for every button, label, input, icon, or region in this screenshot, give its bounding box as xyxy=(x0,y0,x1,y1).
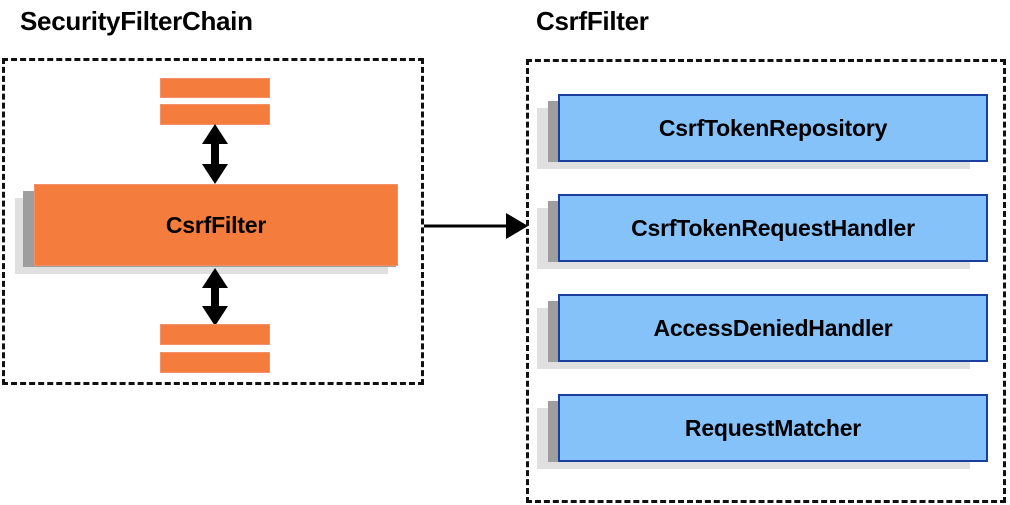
csrf-filter-detail-panel xyxy=(526,59,1006,503)
card-face: RequestMatcher xyxy=(558,394,988,462)
card-face: AccessDeniedHandler xyxy=(558,294,988,362)
component-label: RequestMatcher xyxy=(684,414,862,441)
abbreviated-filter-bar-top-1 xyxy=(160,78,270,98)
arrow-head-up-icon xyxy=(202,124,228,144)
page-title-csrf-filter: CsrfFilter xyxy=(536,6,649,36)
component-card-csrf-token-request-handler[interactable]: CsrfTokenRequestHandler xyxy=(537,194,992,279)
component-label: CsrfTokenRequestHandler xyxy=(631,214,915,241)
abbreviated-filter-bar-top-2 xyxy=(160,104,270,125)
csrf-filter-card[interactable]: CsrfFilter xyxy=(15,184,405,284)
component-label: AccessDeniedHandler xyxy=(653,314,893,341)
abbreviated-filter-bar-bottom-2 xyxy=(160,352,270,373)
component-card-access-denied-handler[interactable]: AccessDeniedHandler xyxy=(537,294,992,379)
arrow-shaft xyxy=(211,282,219,312)
arrow-shaft xyxy=(211,138,219,170)
card-face: CsrfTokenRequestHandler xyxy=(558,194,988,262)
csrf-filter-label: CsrfFilter xyxy=(165,211,267,238)
arrow-head-down-icon xyxy=(202,306,228,326)
page-title-security-filter-chain: SecurityFilterChain xyxy=(20,6,253,36)
component-label: CsrfTokenRepository xyxy=(658,114,888,141)
arrow-head-down-icon xyxy=(202,164,228,184)
card-face: CsrfFilter xyxy=(34,184,398,266)
security-filter-chain-panel xyxy=(2,58,424,385)
arrow-head-right-icon xyxy=(506,213,528,239)
abbreviated-filter-bar-bottom-1 xyxy=(160,324,270,345)
arrow-shaft xyxy=(424,224,510,228)
card-face: CsrfTokenRepository xyxy=(558,94,988,162)
component-card-csrf-token-repository[interactable]: CsrfTokenRepository xyxy=(537,94,992,179)
arrow-head-up-icon xyxy=(202,268,228,288)
component-card-request-matcher[interactable]: RequestMatcher xyxy=(537,394,992,479)
